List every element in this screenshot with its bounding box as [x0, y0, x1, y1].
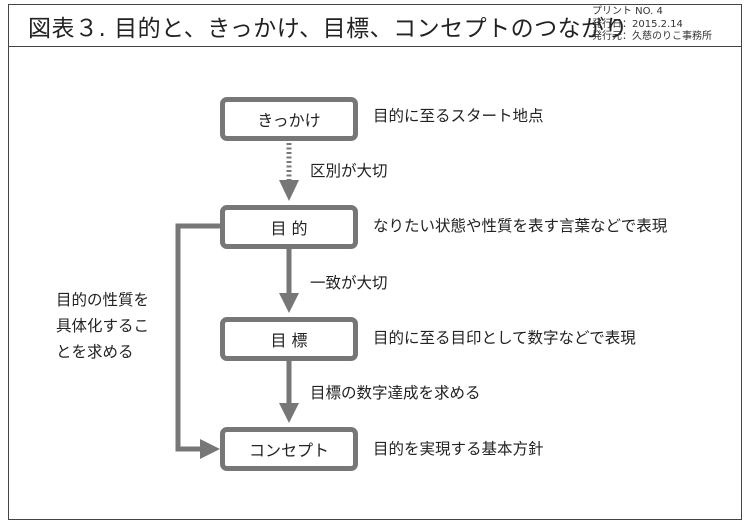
side-note-line: 具体化するこ	[56, 317, 150, 335]
figure-frame	[8, 4, 742, 520]
header-divider	[8, 46, 742, 47]
goal-to-concept-label: 目標の数字達成を求める	[310, 384, 481, 402]
publisher: 発行元：久慈のりこ事務所	[592, 31, 712, 42]
side-note-line: とを求める	[56, 343, 134, 361]
trigger-to-purpose-label: 区別が大切	[310, 162, 388, 180]
trigger-box: きっかけ	[220, 97, 358, 141]
issue-date: 発行日：2015.2.14	[592, 18, 683, 30]
concept-box: コンセプト	[220, 427, 358, 471]
figure-title: 図表３. 目的と、きっかけ、目標、コンセプトのつながり	[28, 16, 629, 42]
trigger-description: 目的に至るスタート地点	[373, 107, 544, 125]
purpose-box: 目 的	[220, 205, 358, 249]
arrowhead-goal-to-concept	[279, 403, 299, 423]
arrow-purpose-to-concept	[175, 223, 220, 452]
figure-meta: プリント NO. 4 発行日：2015.2.14 発行元：久慈のりこ事務所	[592, 6, 712, 44]
concept-description: 目的を実現する基本方針	[373, 440, 544, 458]
arrowhead-purpose-to-goal	[279, 293, 299, 313]
goal-box: 目 標	[220, 317, 358, 361]
arrowhead-trigger-to-purpose	[279, 180, 299, 201]
print-number: プリント NO. 4	[592, 6, 663, 17]
arrowhead-purpose-to-concept	[200, 439, 220, 459]
side-note-line: 目的の性質を	[56, 291, 150, 309]
purpose-to-goal-label: 一致が大切	[310, 274, 388, 292]
goal-description: 目的に至る目印として数字などで表現	[373, 329, 636, 347]
purpose-description: なりたい状態や性質を表す言葉などで表現	[373, 217, 668, 235]
side-note: 目的の性質を 具体化するこ とを求める	[56, 287, 149, 365]
